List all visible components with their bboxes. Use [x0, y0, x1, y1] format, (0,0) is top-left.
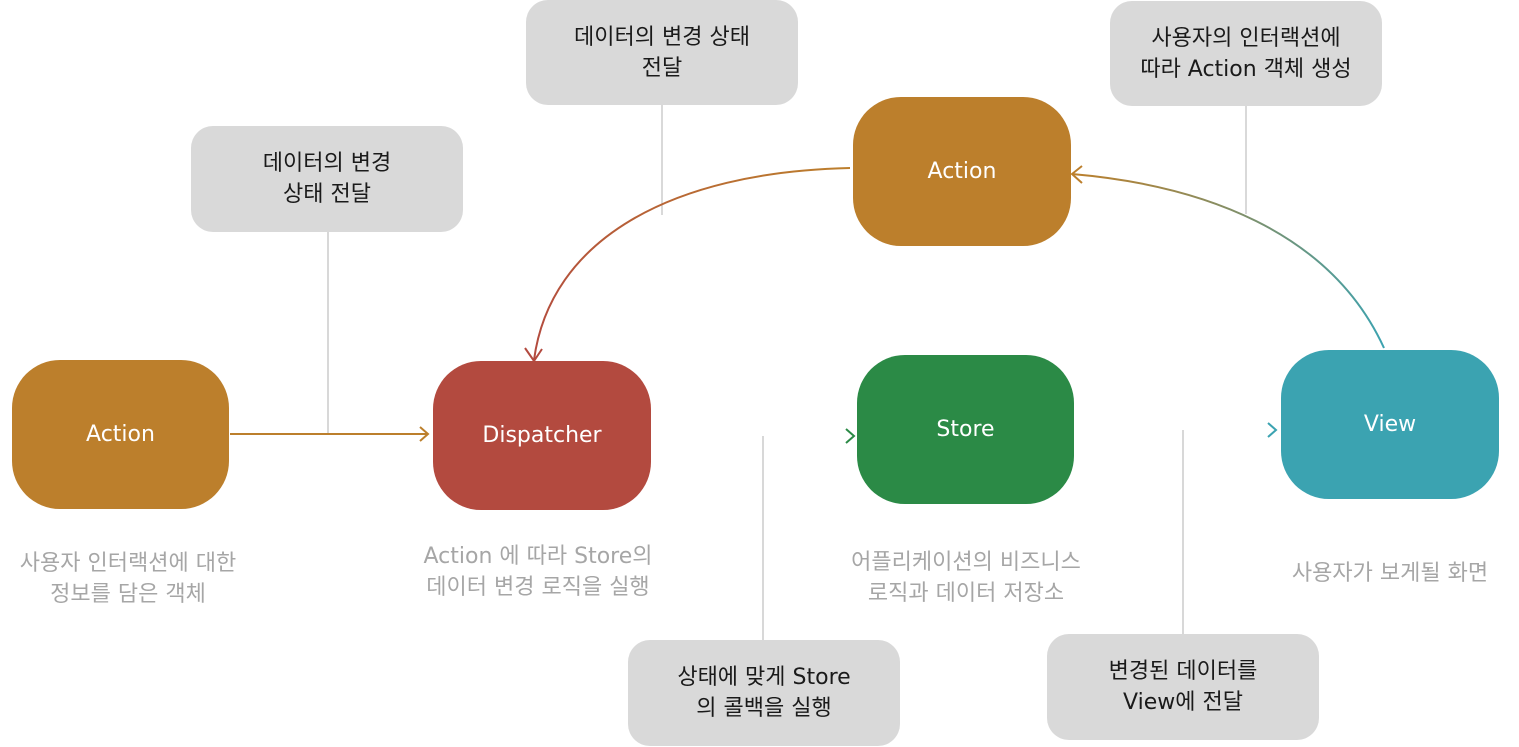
note-store-to-view: 변경된 데이터를 View에 전달: [1047, 634, 1319, 740]
arrowhead-action-to-dispatcher-curve: [524, 347, 543, 363]
note-action-to-dispatcher: 데이터의 변경 상태 전달: [191, 126, 463, 232]
action-node-top: Action: [853, 97, 1071, 246]
dispatcher-node: Dispatcher: [433, 361, 651, 510]
arrowhead-store-to-view: [1267, 422, 1278, 438]
store-node-label: Store: [936, 417, 995, 442]
note-dispatcher-to-store: 상태에 맞게 Store 의 콜백을 실행: [628, 640, 900, 746]
action-node-left: Action: [12, 360, 229, 509]
description-action: 사용자 인터랙션에 대한 정보를 담은 객체: [19, 551, 237, 607]
action-node-left-label: Action: [86, 422, 155, 447]
description-view: 사용자가 보게될 화면: [1291, 561, 1489, 586]
action-node-top-label: Action: [927, 159, 997, 184]
store-node: Store: [857, 355, 1074, 504]
view-node-label: View: [1363, 412, 1417, 437]
arrow-action-to-dispatcher: [230, 426, 430, 442]
dispatcher-node-label: Dispatcher: [482, 423, 602, 448]
description-store: 어플리케이션의 비즈니스 로직과 데이터 저장소: [851, 550, 1081, 606]
arrow-action-to-dispatcher-curve: [533, 167, 851, 361]
description-dispatcher: Action 에 따라 Store의 데이터 변경 로직을 실행: [423, 544, 653, 600]
note-view-to-action: 사용자의 인터랙션에 따라 Action 객체 생성: [1110, 1, 1382, 106]
arrowhead-view-to-action-curve: [1070, 165, 1083, 184]
arrowhead-dispatcher-to-store: [845, 428, 856, 444]
view-node: View: [1281, 350, 1499, 499]
arrow-view-to-action-curve: [1071, 173, 1385, 349]
note-top-action-to-dispatcher: 데이터의 변경 상태 전달: [526, 0, 798, 105]
